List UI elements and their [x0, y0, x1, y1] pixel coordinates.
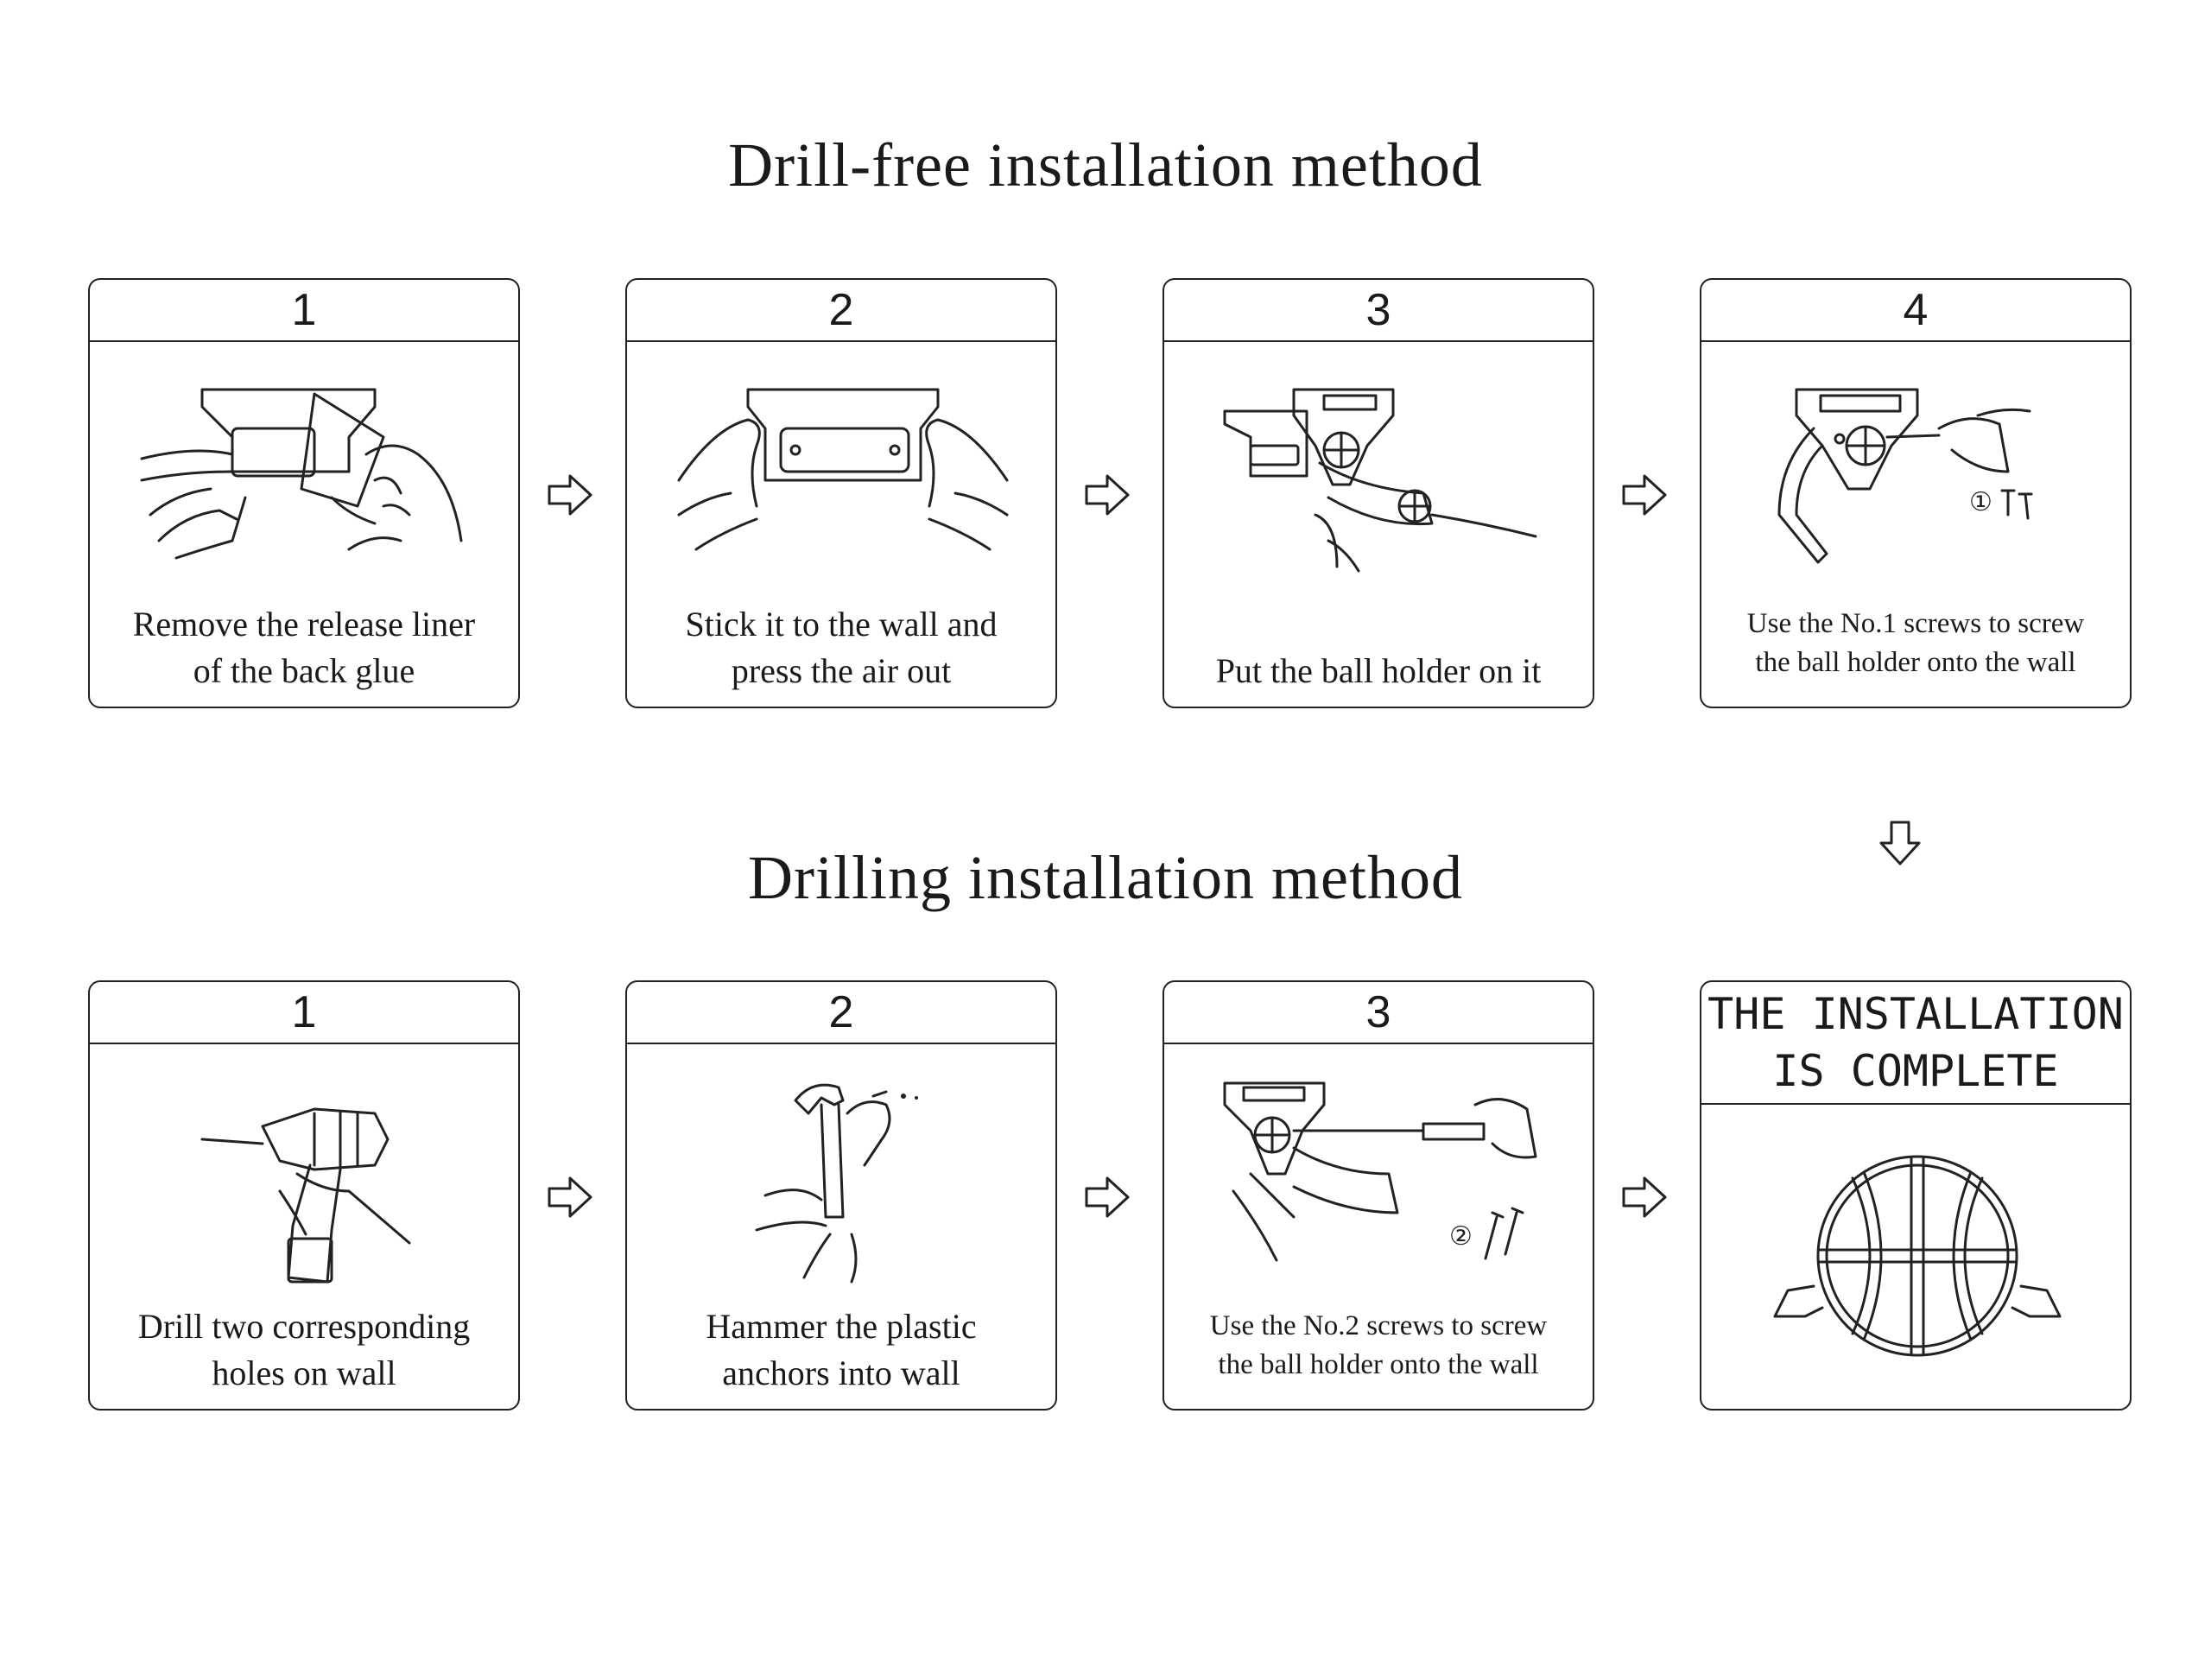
step-caption: Stick it to the wall and press the air o… [636, 601, 1047, 694]
step-caption: Use the No.1 screws to screw the ball ho… [1710, 605, 2121, 682]
caption-line: Put the ball holder on it [1215, 651, 1542, 690]
step-caption: Remove the release liner of the back glu… [98, 601, 510, 694]
step-number: 3 [1164, 982, 1593, 1044]
caption-line: Drill two corresponding [137, 1307, 471, 1346]
step-caption: Use the No.2 screws to screw the ball ho… [1173, 1307, 1584, 1385]
step-card-drilling-1: 1 Drill two corresponding holes on wall [88, 980, 520, 1411]
arrow-right-icon [1622, 474, 1667, 516]
step-card-drill-free-2: 2 Stick it to the wall and press the air… [625, 278, 1057, 708]
step-card-drilling-3: 3 ② Use the No.2 screws to screw the bal… [1163, 980, 1594, 1411]
screw-holder-illustration: ① [1777, 388, 2033, 564]
arrow-right-icon [548, 474, 592, 516]
drill-free-title: Drill-free installation method [728, 130, 1483, 200]
step-number: 1 [90, 280, 518, 342]
caption-line: the ball holder onto the wall [1218, 1349, 1539, 1380]
caption-line: Use the No.1 screws to screw [1746, 608, 2085, 639]
step-caption: Drill two corresponding holes on wall [98, 1303, 510, 1397]
arrow-right-icon [1622, 1176, 1667, 1218]
arrow-right-icon [1085, 474, 1130, 516]
caption-line: anchors into wall [722, 1354, 960, 1392]
step-caption: Put the ball holder on it [1173, 648, 1584, 694]
complete-heading-line: IS COMPLETE [1772, 1046, 2059, 1096]
step-card-drill-free-3: 3 Put the ball holder on it [1163, 278, 1594, 708]
step-number: 2 [627, 982, 1055, 1044]
step-number: 4 [1701, 280, 2130, 342]
step-number: 2 [627, 280, 1055, 342]
step-number: 3 [1164, 280, 1593, 342]
hammer-illustration [755, 1083, 918, 1284]
step-caption: Hammer the plastic anchors into wall [636, 1303, 1047, 1397]
arrow-right-icon [548, 1176, 592, 1218]
installation-complete-card: THE INSTALLATION IS COMPLETE [1700, 980, 2132, 1411]
caption-line: Hammer the plastic [706, 1307, 977, 1346]
step-card-drill-free-4: 4 ① Use the No.1 screws to screw the bal… [1700, 278, 2132, 708]
caption-line: Stick it to the wall and [685, 605, 998, 643]
step-number: 1 [90, 982, 518, 1044]
caption-line: holes on wall [212, 1354, 396, 1392]
peel-liner-illustration [140, 388, 463, 560]
arrow-right-icon [1085, 1176, 1130, 1218]
screwdriver-illustration: ② [1223, 1081, 1537, 1262]
step-card-drilling-2: 2 Hammer the plastic anchors into wall [625, 980, 1057, 1411]
basketball-on-holder-illustration [1773, 1155, 2062, 1357]
stick-to-wall-illustration [677, 388, 1009, 551]
complete-heading: THE INSTALLATION IS COMPLETE [1701, 982, 2130, 1105]
step-card-drill-free-1: 1 Remove the release liner of the back g… [88, 278, 520, 708]
caption-line: of the back glue [193, 651, 415, 690]
power-drill-illustration [200, 1107, 411, 1284]
caption-line: the ball holder onto the wall [1755, 647, 2076, 678]
attach-holder-illustration [1223, 388, 1537, 573]
caption-line: press the air out [731, 651, 952, 690]
screw-number-label: ① [1969, 487, 1992, 517]
drilling-title: Drilling installation method [748, 843, 1463, 912]
complete-heading-line: THE INSTALLATION [1707, 989, 2124, 1039]
caption-line: Remove the release liner [132, 605, 476, 643]
screw-number-label: ② [1449, 1221, 1473, 1252]
arrow-down-icon [1879, 821, 1921, 865]
caption-line: Use the No.2 screws to screw [1209, 1310, 1548, 1341]
